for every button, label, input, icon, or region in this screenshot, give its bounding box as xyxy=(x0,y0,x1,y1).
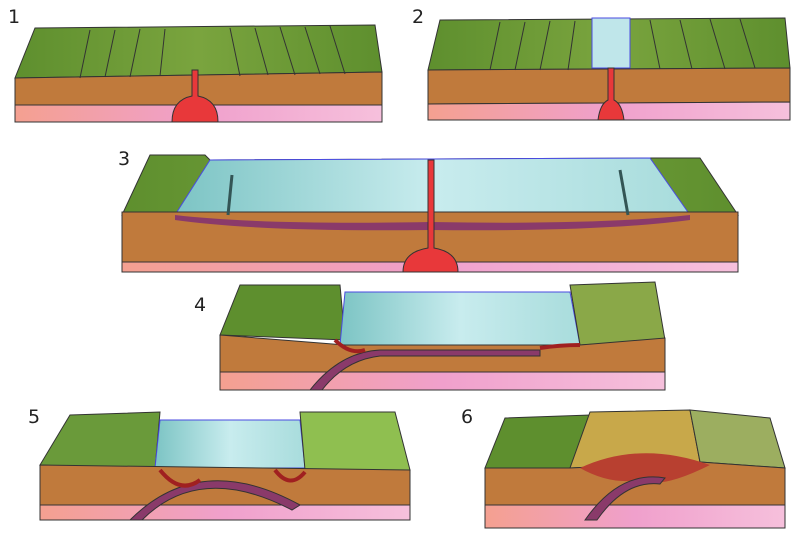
panel-number-1: 1 xyxy=(8,6,21,28)
panel-number-4: 4 xyxy=(194,294,207,316)
panel-number-6: 6 xyxy=(461,406,474,428)
panel-2-rift-valley xyxy=(427,17,791,121)
panel-5-closing-ocean xyxy=(39,411,411,521)
panel-number-2: 2 xyxy=(412,6,425,28)
panel-3-ocean-basin xyxy=(121,154,739,273)
magma-plume xyxy=(171,69,219,123)
panel-4-subduction xyxy=(219,281,666,391)
panel-number-3: 3 xyxy=(118,148,131,170)
panel-1-continental-rifting xyxy=(14,24,383,123)
panel-6-mountain-building xyxy=(484,409,786,529)
panel-number-5: 5 xyxy=(28,406,41,428)
